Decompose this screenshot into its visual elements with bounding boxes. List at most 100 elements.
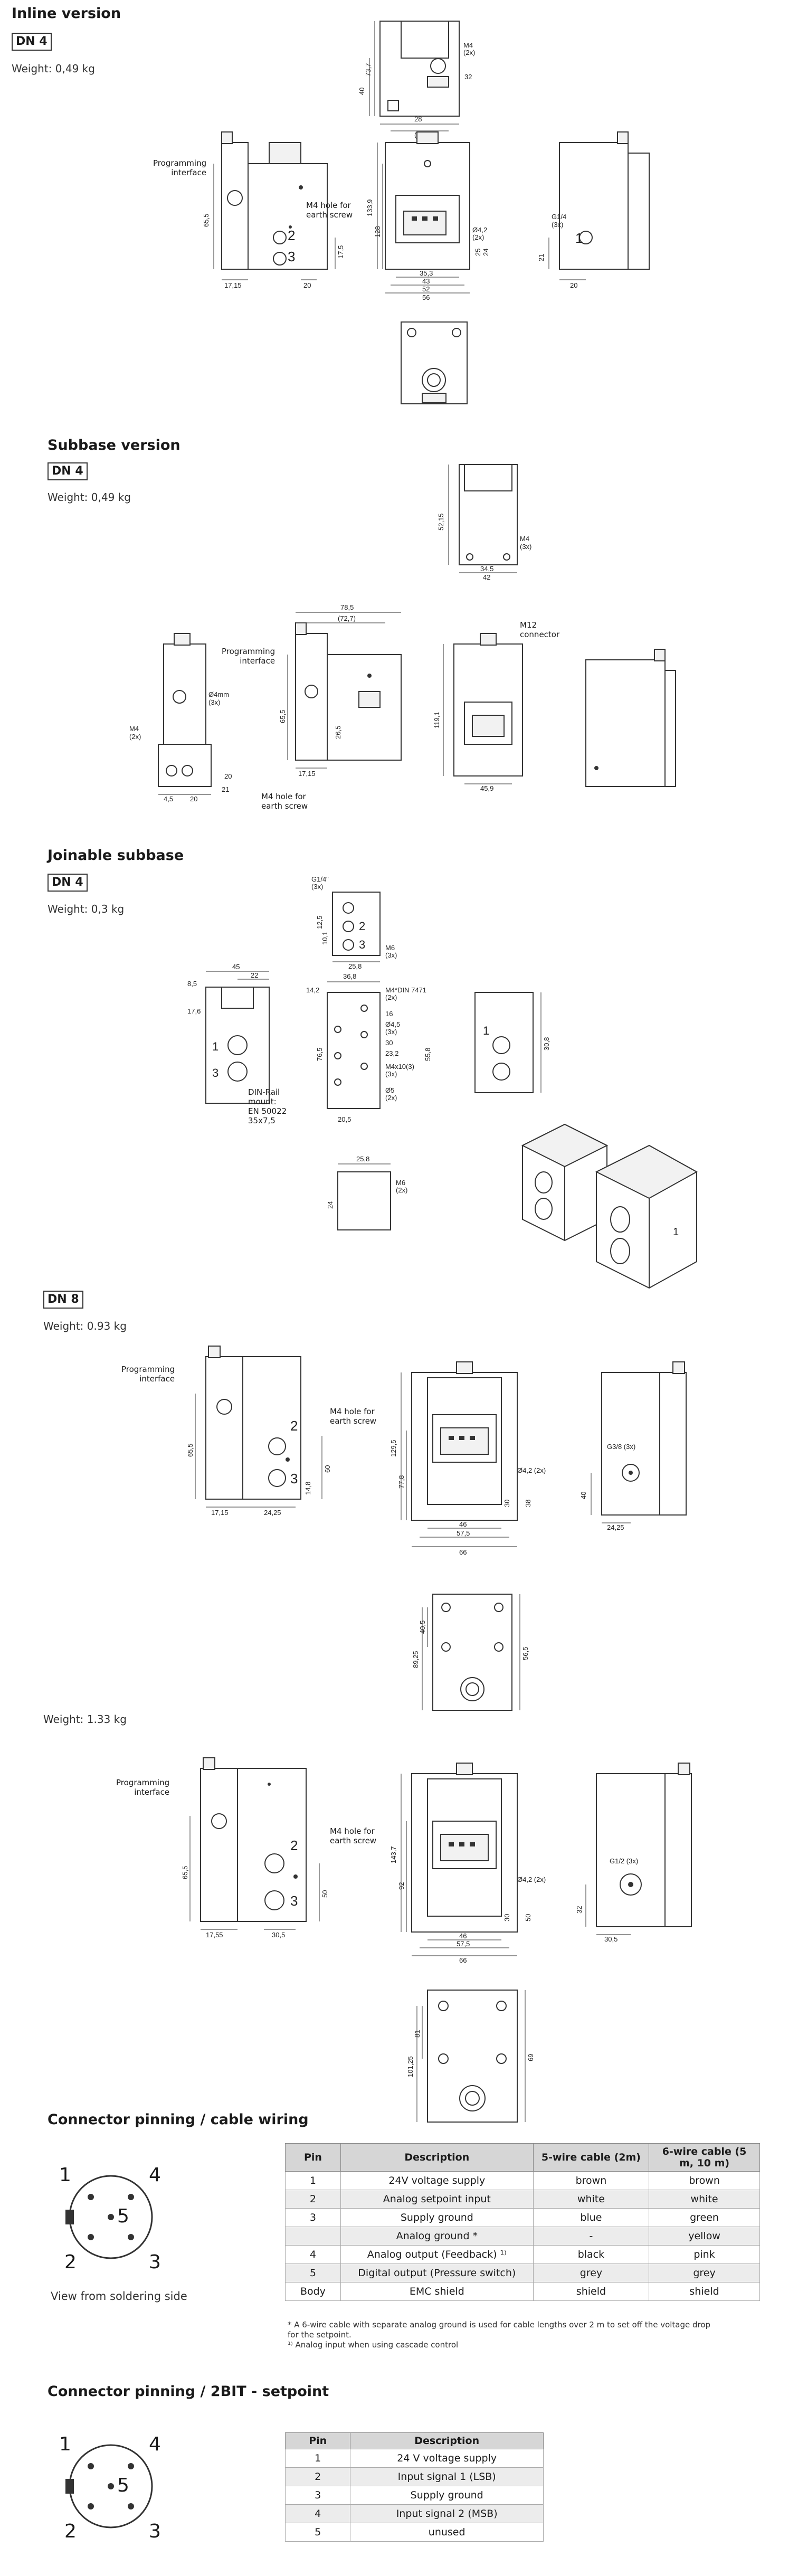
pin-label-3: 3 [149, 2521, 161, 2542]
dim-text: 20,5 [338, 1115, 351, 1123]
dim-text: 25,8 [348, 962, 362, 970]
label-line: Programming [121, 1365, 175, 1374]
dim-text: 40 [580, 1492, 587, 1499]
label-line: Programming [116, 1778, 170, 1787]
table-header: Pin [285, 2143, 341, 2172]
pin-label-1: 1 [59, 2433, 71, 2455]
dim-text: 20 [224, 772, 232, 780]
table-cell: white [533, 2190, 650, 2209]
dim-text: 30 [503, 1500, 511, 1507]
label-line: Programming [222, 647, 276, 656]
table-cell: 2 [285, 2190, 341, 2209]
port-label: 3 [359, 938, 365, 951]
dim-text: 133,9 [366, 199, 374, 216]
table-cell [285, 2227, 341, 2246]
label-line: EN 50022 [248, 1106, 287, 1116]
subbase-dn-badge: DN 4 [48, 462, 88, 480]
inline-weight: Weight: 0,49 kg [12, 62, 95, 75]
dim-text: 81 [413, 2030, 421, 2038]
dim-text: 30,5 [604, 1935, 618, 1943]
dim-text: 8,5 [187, 980, 197, 988]
joinable-title: Joinable subbase [48, 847, 184, 864]
dim-text: 40 [358, 88, 366, 95]
pinning-2bit-title: Connector pinning / 2BIT - setpoint [48, 2383, 329, 2400]
inline-top-view-drawing: 73,7 40 M4 (2x) 32 28 (32) [358, 21, 475, 139]
table-cell: Body [285, 2282, 341, 2301]
inline-right-view-drawing: G1/4 (3x) 1 21 20 [537, 131, 650, 289]
joinable-middle-view-drawing: 36,8 14,2 M4*DIN 7471 (2x) 16 Ø4,5 (3x) … [306, 972, 432, 1123]
port-label: 2 [359, 920, 365, 933]
subbase-side-view-drawing: Ø4mm (3x) M4 (2x) 20 4,5 20 21 [129, 633, 232, 803]
dim-text: 38 [524, 1500, 532, 1507]
dim-text: 32 [464, 73, 472, 81]
subbase-m12-view-drawing: 119,1 45,9 [433, 633, 523, 792]
joinable-3d-view-drawing: 1 [521, 1123, 698, 1289]
label-line: earth screw [306, 210, 353, 220]
pin-label-3: 3 [149, 2251, 161, 2273]
dim-text: Ø4,5 [385, 1020, 400, 1028]
table-cell: Supply ground [350, 2486, 544, 2505]
note-line: ¹⁾ Analog input when using cascade contr… [288, 2340, 459, 2350]
connector-5pin-2bit-icon [65, 2444, 153, 2528]
dim-text: 52 [422, 285, 430, 293]
label-line: DIN-Rail [248, 1087, 280, 1097]
table-header: Description [350, 2432, 544, 2449]
dim-text: M4 [520, 535, 529, 543]
dim-text: (3x) [552, 221, 563, 229]
dim-text: M4 [129, 725, 139, 733]
label-line: earth screw [330, 1416, 377, 1426]
pin-label-5: 5 [117, 2205, 129, 2227]
dim-text: (3x) [385, 951, 397, 959]
table-cell: brown [649, 2171, 760, 2190]
port-label: 1 [483, 1024, 489, 1037]
dim-text: (72,7) [338, 614, 356, 622]
dim-text: 32 [575, 1906, 583, 1914]
dim-text: 50 [524, 1914, 532, 1921]
table-cell: pink [649, 2245, 760, 2264]
dim-text: 66 [459, 1956, 467, 1964]
table-cell: Analog ground * [340, 2227, 534, 2246]
dim-text: (2x) [463, 49, 475, 56]
dn8-side-view-drawing: 2 3 65,5 17,15 24,25 60 14,8 [186, 1346, 331, 1517]
dn8-weight: Weight: 0.93 kg [43, 1320, 127, 1332]
pin-label-1: 1 [59, 2164, 71, 2186]
dim-text: 24 [482, 249, 490, 256]
m12-connector-label: M12 connector [520, 620, 559, 639]
dim-text: M4 [463, 41, 473, 49]
dim-text: 24,25 [607, 1523, 624, 1531]
dn8-badge: DN 8 [43, 1291, 83, 1309]
dim-text: 14,8 [304, 1482, 312, 1495]
dim-text: 69 [527, 2054, 535, 2061]
dim-text: 128 [374, 226, 382, 238]
dim-text: Ø5 [385, 1086, 394, 1094]
table-cell: white [649, 2190, 760, 2209]
dim-text: 34,5 [480, 565, 493, 573]
dim-text: 66 [459, 1548, 467, 1556]
table-cell: 5 [284, 2523, 351, 2542]
dim-text: 73,7 [364, 63, 372, 77]
dim-text: (3x) [385, 1070, 397, 1078]
cable-wiring-table: Pin Description 5-wire cable (2m) 6-wire… [285, 2143, 760, 2301]
dim-text: G1/4 [552, 213, 566, 221]
port-label: 3 [290, 1893, 298, 1909]
dim-text: 24,25 [264, 1509, 281, 1517]
label-line: M4 hole for [330, 1826, 375, 1836]
dim-text: 143,7 [390, 1846, 397, 1863]
dim-text: 52,15 [437, 513, 445, 531]
dim-text: 78,5 [340, 603, 354, 611]
dim-text: 36,8 [343, 972, 356, 980]
dim-text: 21 [537, 254, 545, 261]
dn8-bottom-view-drawing: 40,5 89,25 56,5 [412, 1594, 529, 1711]
dim-text: 30 [503, 1914, 511, 1921]
table-cell: 3 [284, 2486, 351, 2505]
dim-text: 26,5 [334, 726, 342, 739]
dim-text: 30 [385, 1039, 393, 1047]
table-header: Description [340, 2143, 534, 2172]
table-cell: Analog output (Feedback) ¹⁾ [340, 2245, 534, 2264]
dn8b-right-view-drawing: G1/2 (3x) 32 30,5 [575, 1763, 692, 1943]
joinable-dn-badge: DN 4 [48, 874, 88, 892]
